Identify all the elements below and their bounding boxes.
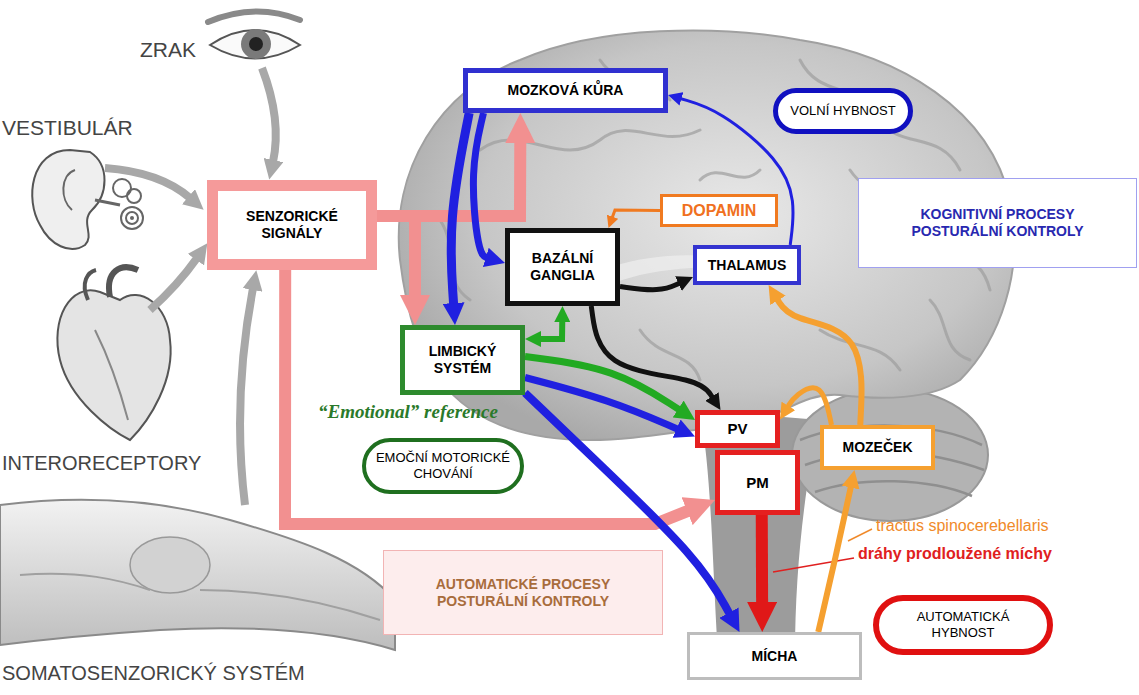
oval-shape	[876, 598, 1050, 652]
node-label: KOGNITIVNÍ PROCESY POSTURÁLNÍ KONTROLY	[889, 206, 1106, 240]
basal-ganglia-box: BAZÁLNÍ GANGLIA	[505, 228, 620, 306]
heart-vessel	[109, 267, 138, 297]
annotation-label: “Emotional” reference	[318, 401, 498, 423]
voluntary-oval: VOLNÍ HYBNOST	[773, 88, 913, 134]
connector-arrow	[377, 216, 415, 298]
gyrus-line	[930, 300, 970, 360]
ear-fold	[63, 170, 75, 210]
node-label: SENZORICKÉ SIGNÁLY	[224, 208, 360, 242]
eye-iris	[241, 29, 271, 59]
ear-canal	[95, 200, 120, 205]
connector-arrow	[539, 320, 562, 339]
automatic-box: AUTOMATICKÉ PROCESY POSTURÁLNÍ KONTROLY	[383, 550, 663, 635]
node-label: LIMBICKÝ SYSTÉM	[411, 343, 514, 377]
cortex-box: MOZKOVÁ KŮRA	[463, 68, 668, 113]
sense-label: VESTIBULÁR	[2, 116, 133, 140]
gyrus-line	[700, 170, 760, 180]
automatic-oval: AUTOMATICKÁ HYBNOST	[873, 595, 1053, 655]
semicircular-canal	[127, 189, 141, 203]
node-label: PM	[726, 474, 789, 492]
heart-line	[95, 330, 128, 420]
gyrus-line	[480, 130, 700, 150]
heart-icon	[57, 290, 170, 440]
connector-arrow	[473, 113, 487, 258]
semicircular-canal	[113, 179, 131, 197]
eye-pupil	[249, 37, 263, 51]
node-label: THALAMUS	[703, 257, 791, 274]
oval-shape	[364, 440, 522, 492]
sense-label: INTERORECEPTORY	[2, 452, 201, 475]
sense-label: SOMATOSENZORICKÝ SYSTÉM	[2, 662, 305, 685]
emotional-oval: EMOČNÍ MOTORICKÉ CHOVÁNÍ	[362, 438, 524, 494]
leader-line	[848, 529, 872, 541]
cognitive-box: KOGNITIVNÍ PROCESY POSTURÁLNÍ KONTROLY	[858, 178, 1137, 268]
cochlea	[130, 216, 134, 220]
node-label: DOPAMIN	[669, 201, 769, 220]
connector-arrow	[377, 140, 520, 216]
cerebellum-box: MOZEČEK	[820, 425, 935, 470]
connector-arrow	[285, 270, 690, 524]
node-label: EMOČNÍ MOTORICKÉ CHOVÁNÍ	[374, 450, 512, 481]
connector-arrow	[525, 378, 678, 430]
ear-icon	[32, 150, 104, 249]
pv-box: PV	[695, 410, 780, 448]
cochlea	[121, 207, 143, 229]
sensory-arrow	[105, 168, 190, 198]
connector-arrow	[620, 283, 680, 290]
node-label: MOZEČEK	[830, 439, 925, 456]
sensory-box: SENZORICKÉ SIGNÁLY	[207, 180, 377, 270]
connector-arrow	[525, 357, 680, 411]
connector-arrow	[777, 299, 862, 425]
connector-arrow	[591, 306, 712, 398]
connector-arrow	[451, 113, 469, 305]
sensory-arrow	[262, 68, 276, 162]
connector-arrow	[756, 515, 768, 605]
spinal-cord-box: MÍCHA	[687, 632, 862, 680]
pathway-label: tractus spinocerebellaris	[876, 517, 1049, 535]
eyebrow	[208, 11, 300, 22]
cerebellum-shape	[792, 389, 988, 521]
pathway-label: dráhy prodloužené míchy	[858, 545, 1052, 563]
kneecap	[130, 537, 210, 593]
sense-label: ZRAK	[140, 38, 196, 62]
heart-vessel	[85, 270, 96, 300]
leader-line	[773, 558, 854, 572]
connector-arrow	[612, 210, 660, 218]
sensory-arrow	[150, 258, 197, 310]
leg-bone-line	[20, 574, 380, 620]
node-label: BAZÁLNÍ GANGLIA	[516, 250, 609, 284]
node-label: VOLNÍ HYBNOST	[787, 103, 899, 119]
pm-box: PM	[715, 450, 800, 515]
cerebellum-fold	[815, 481, 972, 496]
node-label: AUTOMATICKÉ PROCESY POSTURÁLNÍ KONTROLY	[414, 576, 632, 610]
connector-arrow	[818, 486, 851, 632]
node-label: AUTOMATICKÁ HYBNOST	[895, 609, 1031, 640]
eye-icon	[210, 30, 300, 59]
dopamine-box: DOPAMIN	[660, 194, 778, 227]
node-label: MOZKOVÁ KŮRA	[474, 82, 657, 99]
connector-arrow	[788, 388, 832, 425]
cochlea	[126, 212, 138, 224]
sensory-arrow	[240, 288, 253, 505]
limbic-box: LIMBICKÝ SYSTÉM	[400, 325, 525, 395]
thalamus-box: THALAMUS	[693, 245, 801, 285]
node-label: PV	[706, 420, 769, 438]
node-label: MÍCHA	[696, 648, 853, 665]
oval-shape	[776, 91, 911, 132]
